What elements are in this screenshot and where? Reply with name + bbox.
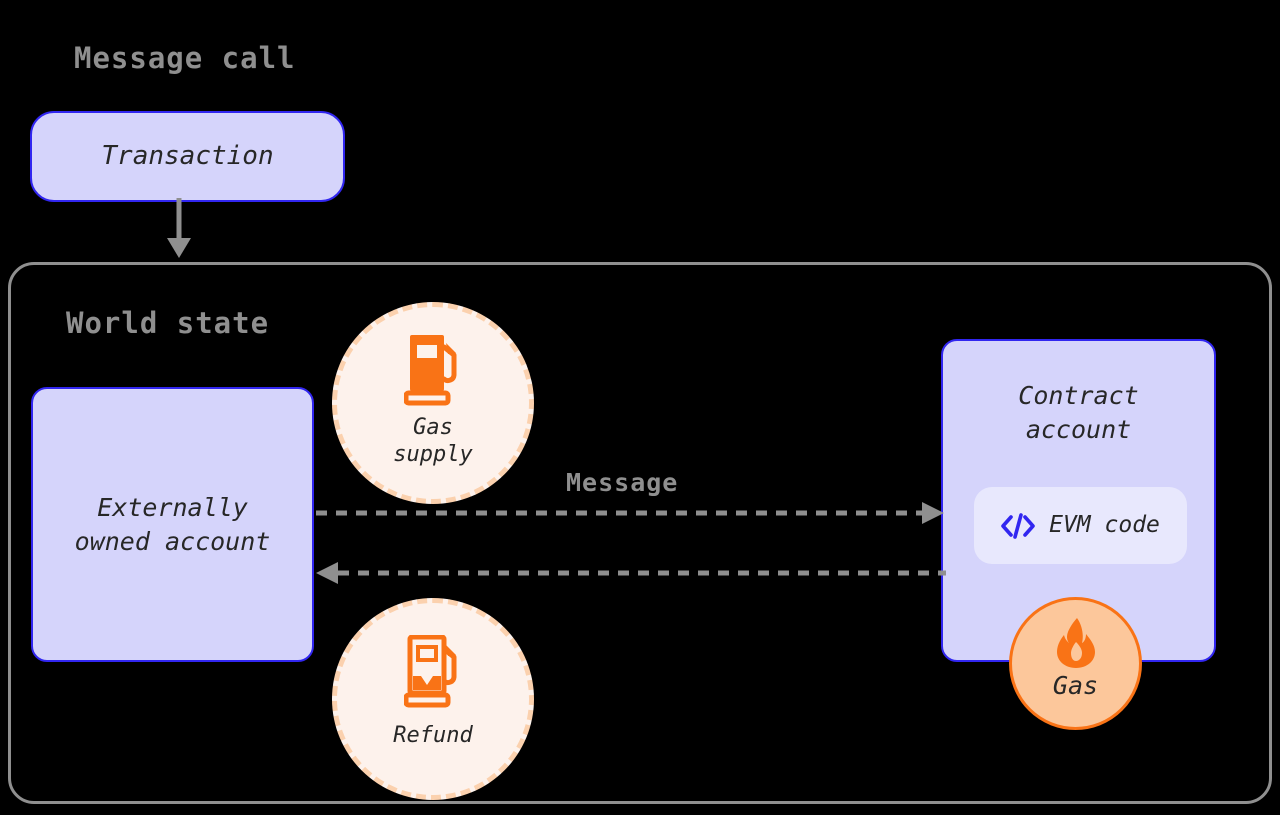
node-externally-owned-account[interactable]: Externally owned account bbox=[31, 387, 314, 662]
node-contract-label-line1: Contract bbox=[1018, 381, 1139, 410]
node-transaction-label: Transaction bbox=[101, 140, 274, 171]
badge-gas-supply-label: Gas supply bbox=[393, 415, 473, 467]
badge-gas-supply[interactable]: Gas supply bbox=[332, 302, 534, 504]
world-state-container bbox=[8, 262, 1272, 804]
node-eoa-label-line2: owned account bbox=[74, 526, 271, 556]
evm-code-chip[interactable]: EVM code bbox=[974, 487, 1187, 564]
badge-gas-flame-label: Gas bbox=[1052, 671, 1099, 700]
arrow-contract-to-eoa bbox=[316, 562, 946, 584]
arrow-transaction-to-world-state bbox=[167, 198, 191, 258]
badge-refund-label: Refund bbox=[393, 723, 473, 748]
evm-code-label: EVM code bbox=[1049, 511, 1160, 538]
flame-icon bbox=[1056, 618, 1095, 668]
node-contract-label-line2: account bbox=[1025, 414, 1132, 444]
fuel-pump-full-icon bbox=[404, 335, 457, 406]
page-title: Message call bbox=[74, 41, 296, 75]
badge-gas-flame[interactable]: Gas bbox=[1009, 597, 1142, 730]
code-brackets-icon bbox=[1001, 512, 1035, 539]
fuel-pump-partial-icon bbox=[404, 635, 457, 708]
node-eoa-label-line1: Externally bbox=[97, 492, 248, 522]
node-transaction[interactable]: Transaction bbox=[30, 111, 345, 202]
badge-refund[interactable]: Refund bbox=[332, 598, 534, 800]
arrow-eoa-to-contract bbox=[316, 502, 944, 524]
world-state-label: World state bbox=[66, 306, 270, 340]
message-arrow-label: Message bbox=[566, 468, 679, 497]
